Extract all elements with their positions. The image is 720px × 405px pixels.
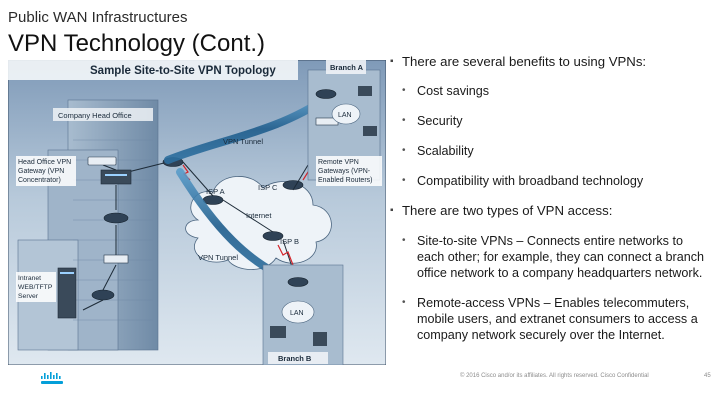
label-lan-a: LAN <box>338 112 352 119</box>
bullet-benefit-scalability: Scalability <box>390 143 710 159</box>
diagram-title: Sample Site-to-Site VPN Topology <box>90 65 276 77</box>
label-vpn-tunnel-top: VPN Tunnel <box>223 137 263 146</box>
content-bullets: There are several benefits to using VPNs… <box>390 54 710 357</box>
bullet-benefit-security: Security <box>390 113 710 129</box>
section-supertitle: Public WAN Infrastructures <box>8 9 188 26</box>
label-branch-b: Branch B <box>278 354 312 363</box>
bullet-type-site-to-site: Site-to-site VPNs – Connects entire netw… <box>390 233 710 281</box>
label-internet: Internet <box>246 211 272 220</box>
footer-copyright: © 2016 Cisco and/or its affiliates. All … <box>460 373 649 379</box>
bullet-benefits-intro: There are several benefits to using VPNs… <box>390 54 710 71</box>
head-office-devices <box>57 156 132 319</box>
label-isp-a: ISP A <box>206 187 225 196</box>
label-head-gateway: Head Office VPN Gateway (VPN Concentrato… <box>18 159 73 184</box>
cisco-logo <box>40 372 66 391</box>
bullet-benefit-cost: Cost savings <box>390 83 710 99</box>
label-server: Intranet WEB/TFTP Server <box>18 275 54 300</box>
label-isp-b: ISP B <box>280 237 299 246</box>
vpn-topology-diagram: Sample Site-to-Site VPN Topology Company… <box>8 60 386 365</box>
bullet-type-remote-access: Remote-access VPNs – Enables telecommute… <box>390 295 710 343</box>
label-branch-a: Branch A <box>330 63 364 72</box>
label-isp-c: ISP C <box>258 183 278 192</box>
label-vpn-tunnel-bottom: VPN Tunnel <box>198 253 238 262</box>
slide-title: VPN Technology (Cont.) <box>8 30 266 57</box>
bullet-types-intro: There are two types of VPN access: <box>390 203 710 220</box>
page-number: 45 <box>704 373 711 379</box>
branch-b-building <box>262 264 344 365</box>
label-head-office: Company Head Office <box>58 111 132 120</box>
label-remote-gateway: Remote VPN Gateways (VPN- Enabled Router… <box>318 159 372 184</box>
label-lan-b: LAN <box>290 310 304 317</box>
bullet-benefit-compatibility: Compatibility with broadband technology <box>390 173 710 189</box>
